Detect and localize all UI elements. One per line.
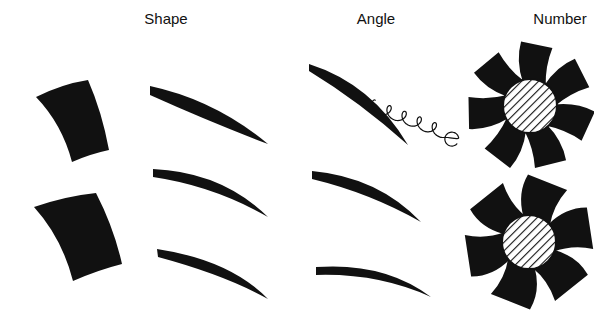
thin-blade [157,249,268,299]
airflow-swirl [372,100,459,146]
thin-blade [153,169,268,217]
angled-blade [316,266,431,297]
angled-blade [312,171,421,222]
wide-blade [36,80,109,162]
column-heading: Angle [357,10,395,27]
column-heading: Shape [144,10,187,27]
fan-hub [503,79,557,133]
column-heading: Number [533,10,586,27]
angled-blade [309,64,408,145]
fan-hub [502,215,556,269]
wide-blade [34,193,122,281]
thin-blade [150,86,268,144]
